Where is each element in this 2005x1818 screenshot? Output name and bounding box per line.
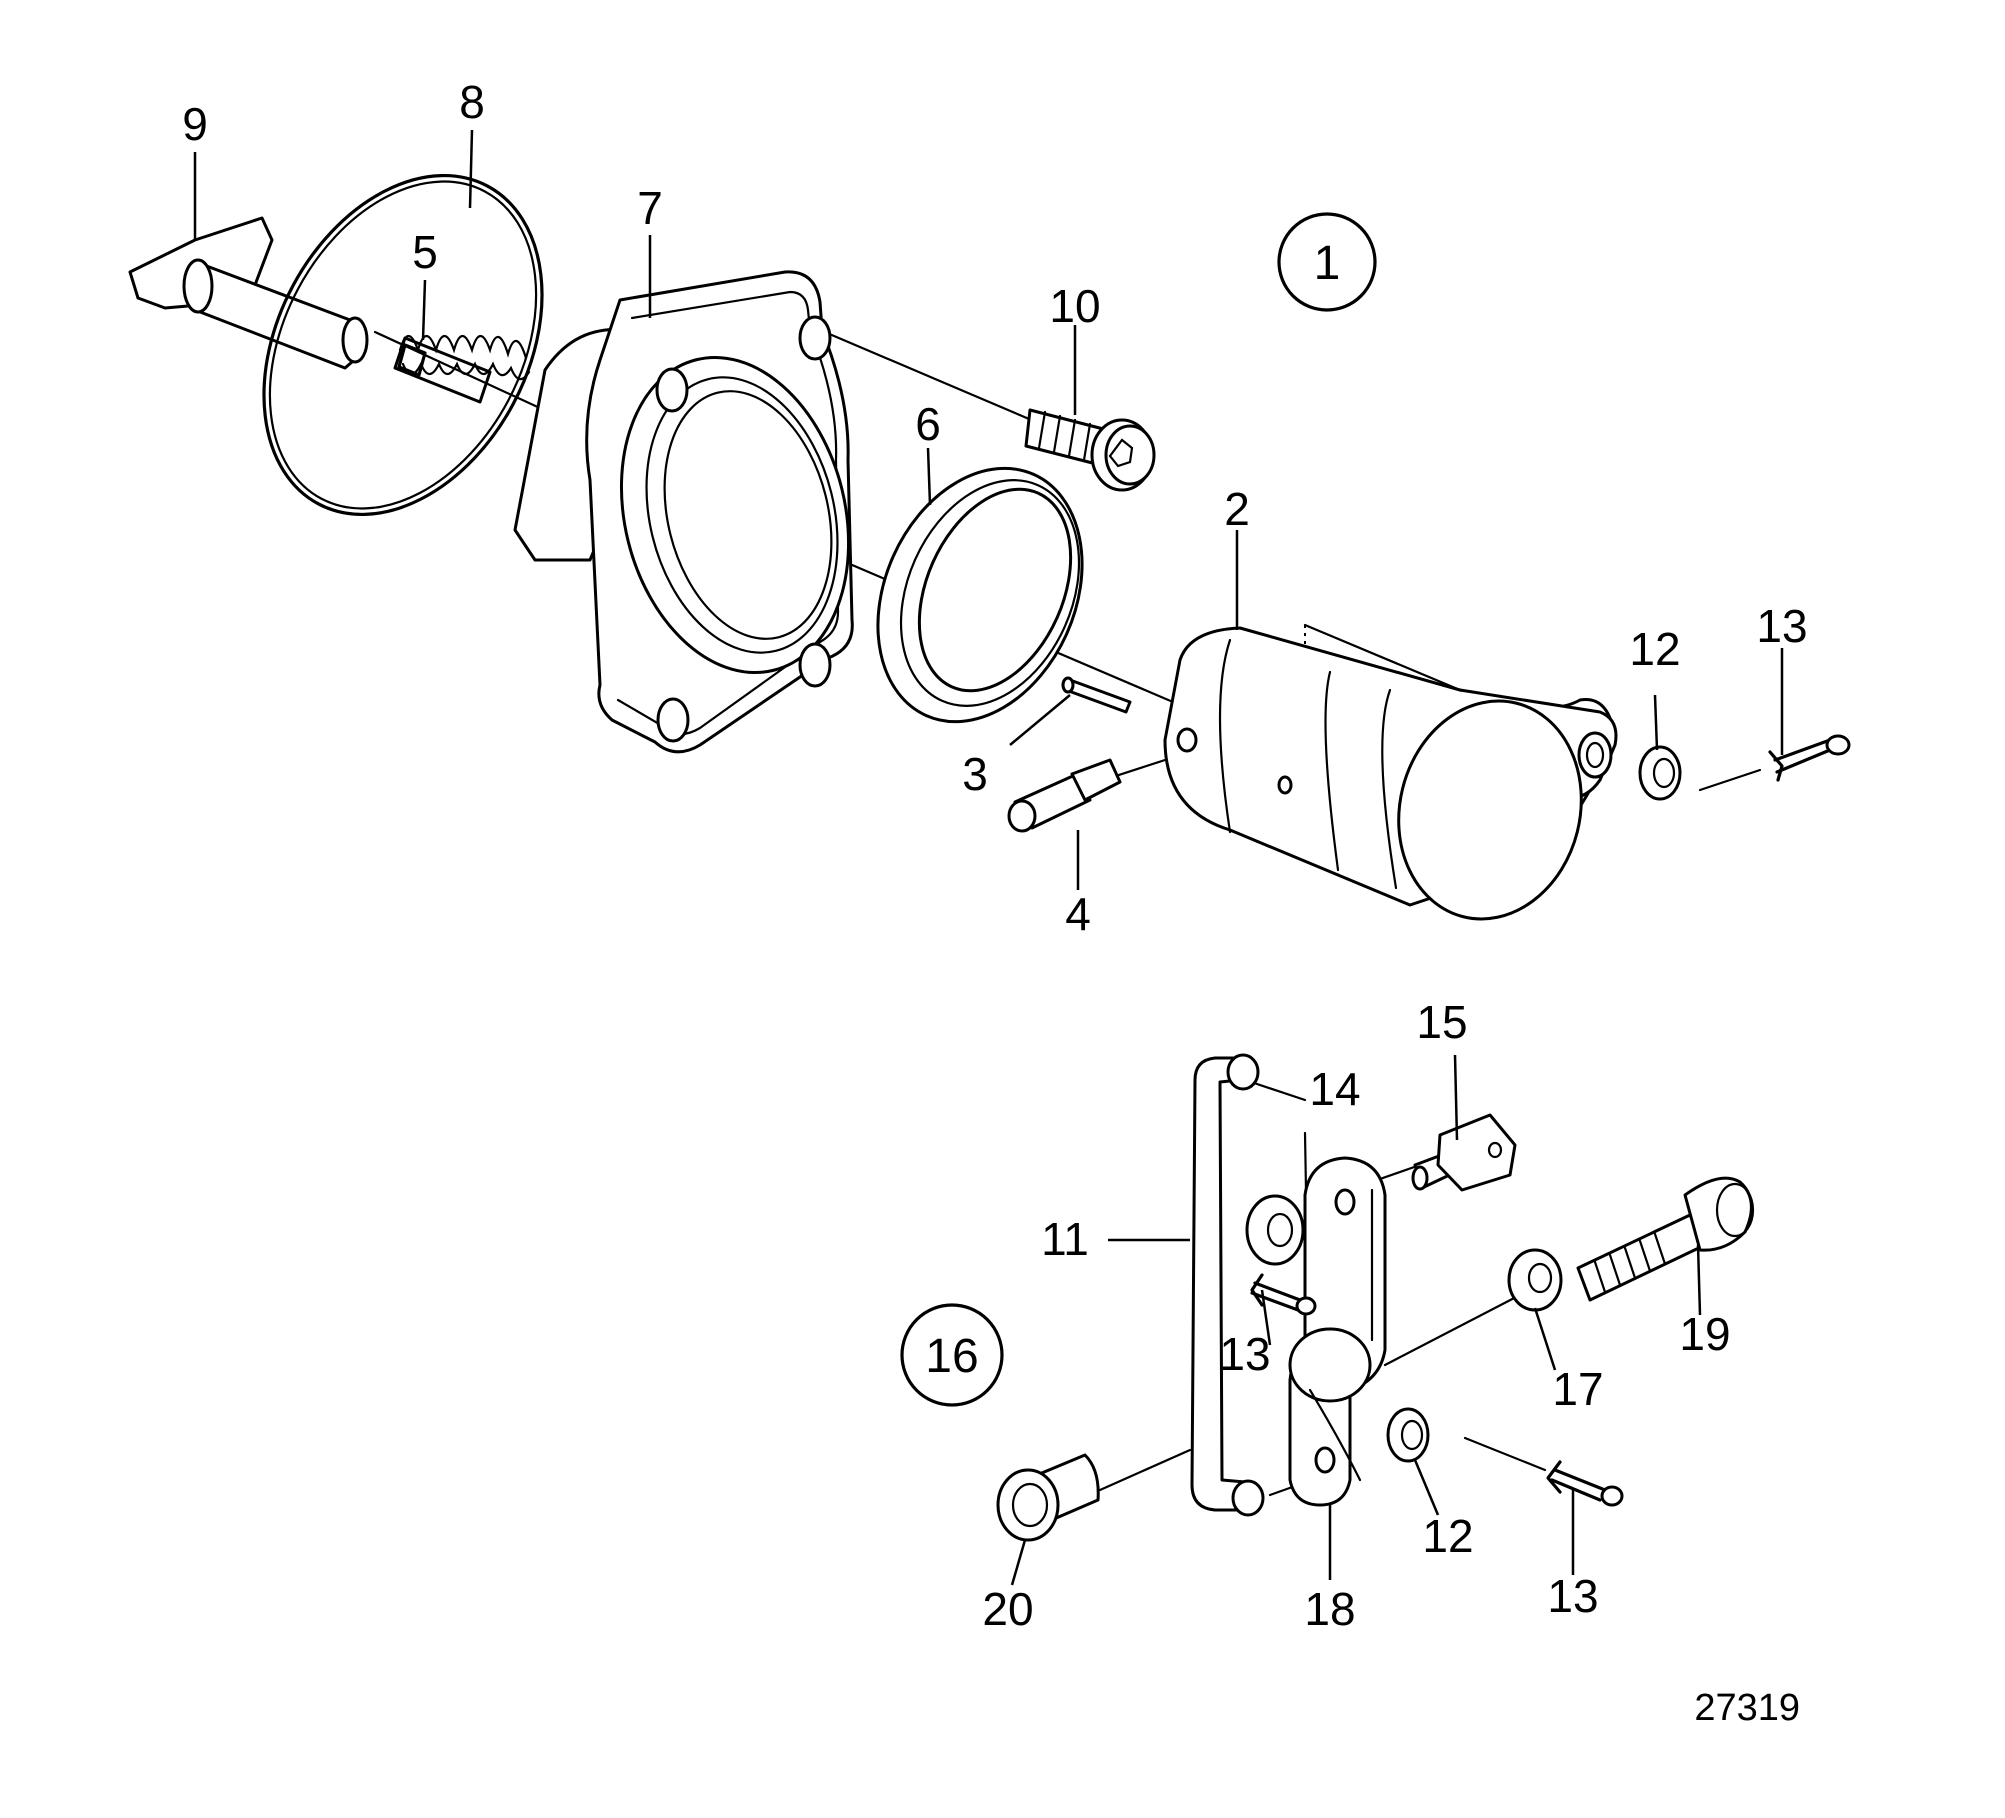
callout-15: 15: [1416, 996, 1467, 1048]
drawing-number: 27319: [1694, 1687, 1800, 1729]
callout-4: 4: [1065, 888, 1091, 940]
part-3-pin: [1061, 676, 1132, 714]
part-8-o-ring: [262, 173, 544, 517]
group-label-1: 1: [1314, 237, 1341, 290]
part-6-seal: [876, 466, 1084, 724]
part-20-bushing: [996, 1453, 1100, 1542]
callout-3: 3: [962, 748, 988, 800]
leader-lines: [193, 129, 1784, 1586]
group-markers: 1 16: [900, 212, 1377, 1407]
callout-6: 6: [915, 398, 941, 450]
callout-20: 20: [982, 1583, 1033, 1635]
callout-13-middle: 13: [1219, 1328, 1270, 1380]
callout-labels: 9 8 5 7 10 6 2 3 4 12 13 14 15 11 13 19 …: [182, 76, 1807, 1635]
part-10-bolt: [1024, 408, 1156, 492]
callout-17: 17: [1552, 1363, 1603, 1415]
callout-2: 2: [1224, 483, 1250, 535]
part-11-link: [1190, 1053, 1265, 1517]
part-12-washer-upper: [1638, 745, 1682, 801]
part-7-housing: [513, 270, 854, 754]
part-4-pin: [1007, 758, 1122, 833]
callout-12-lower: 12: [1422, 1510, 1473, 1562]
part-9-pin: [128, 216, 369, 370]
callout-11: 11: [1041, 1213, 1089, 1265]
part-15-fitting: [1411, 1113, 1517, 1192]
part-18-lever: [1288, 1156, 1387, 1507]
callout-9: 9: [182, 98, 208, 150]
callout-12-upper: 12: [1629, 623, 1680, 675]
part-19-bolt: [1576, 1176, 1755, 1302]
part-12-washer-lower: [1386, 1407, 1430, 1463]
callout-5: 5: [412, 226, 438, 278]
callout-14: 14: [1309, 1063, 1360, 1115]
callout-18: 18: [1304, 1583, 1355, 1635]
part-13-split-pin-middle: [1250, 1273, 1317, 1316]
part-13-split-pin-lower: [1546, 1460, 1624, 1507]
callout-13-lower: 13: [1547, 1570, 1598, 1622]
part-17-washer: [1507, 1248, 1563, 1312]
group-circle-16: [900, 1303, 1004, 1407]
part-5-spring: [393, 334, 531, 404]
callout-10: 10: [1049, 280, 1100, 332]
group-label-16: 16: [925, 1330, 978, 1383]
group-circle-1: [1277, 212, 1377, 312]
callout-13-upper: 13: [1756, 600, 1807, 652]
part-13-split-pin-upper: [1768, 734, 1851, 782]
part-14-washer: [1245, 1194, 1305, 1266]
callout-8: 8: [459, 76, 485, 128]
part-2-cylinder: [1163, 626, 1618, 921]
callout-7: 7: [637, 182, 663, 234]
callout-19: 19: [1679, 1308, 1730, 1360]
